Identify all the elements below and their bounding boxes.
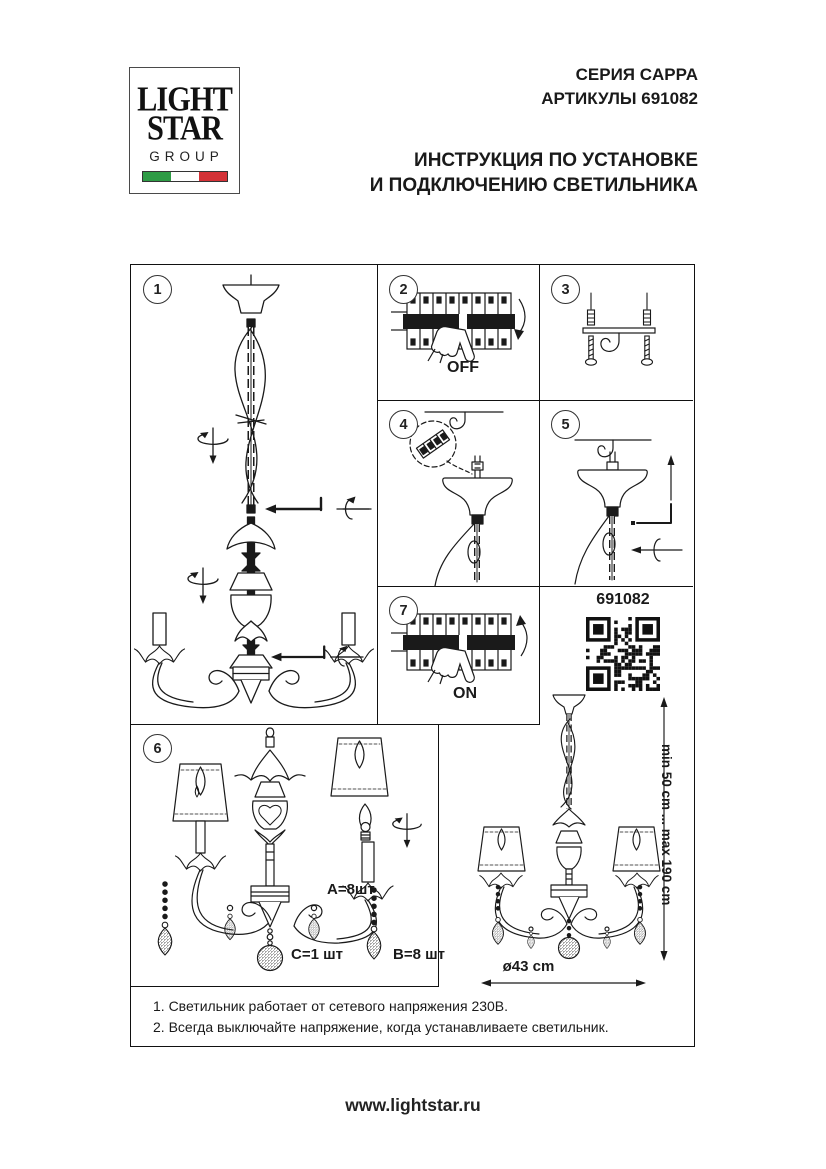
height-dimension-label: min 50 cm ... max 190 cm bbox=[659, 744, 674, 906]
header-text: СЕРИЯ CAPPA АРТИКУЛЫ 691082 ИНСТРУКЦИЯ П… bbox=[370, 63, 698, 198]
assembled-chandelier-diagram bbox=[477, 694, 668, 987]
step7-badge: 7 bbox=[389, 596, 418, 625]
step6-badge: 6 bbox=[143, 734, 172, 763]
divider-h2 bbox=[377, 586, 693, 588]
article-number: АРТИКУЛЫ 691082 bbox=[541, 89, 698, 108]
step2-diagram bbox=[390, 292, 526, 364]
step1-badge: 1 bbox=[143, 275, 172, 304]
step4-badge: 4 bbox=[389, 410, 418, 439]
step6-diagram bbox=[157, 727, 422, 972]
step3-diagram bbox=[582, 292, 656, 366]
qr-code bbox=[586, 617, 660, 696]
step5-badge: 5 bbox=[551, 410, 580, 439]
part-c-count: C=1 шт bbox=[291, 946, 343, 963]
part-b-count: B=8 шт bbox=[393, 946, 445, 963]
lightstar-logo: LIGHT STAR GROUP bbox=[129, 67, 240, 194]
italian-flag-icon bbox=[141, 171, 228, 182]
panel6-bottom-border bbox=[131, 986, 439, 988]
step2-badge: 2 bbox=[389, 275, 418, 304]
note-1: 1. Светильник работает от сетевого напря… bbox=[153, 998, 509, 1014]
instruction-title-line2: И ПОДКЛЮЧЕНИЮ СВЕТИЛЬНИКА bbox=[369, 175, 698, 196]
qr-article-number: 691082 bbox=[596, 591, 650, 608]
panel6-right-border bbox=[438, 724, 440, 986]
divider-h3 bbox=[131, 724, 540, 726]
step4-diagram bbox=[409, 411, 513, 587]
step7-diagram bbox=[390, 613, 528, 685]
part-a-count: A=8шт bbox=[327, 881, 375, 898]
step3-badge: 3 bbox=[551, 275, 580, 304]
on-label: ON bbox=[453, 685, 477, 702]
note-2: 2. Всегда выключайте напряжение, когда у… bbox=[153, 1019, 609, 1035]
divider-h1 bbox=[377, 400, 693, 402]
logo-light: LIGHT bbox=[137, 78, 233, 119]
safety-notes: 1. Светильник работает от сетевого напря… bbox=[153, 996, 693, 1038]
logo-star: STAR bbox=[147, 107, 223, 148]
step5-diagram bbox=[574, 439, 683, 585]
divider-v2 bbox=[539, 265, 541, 724]
instruction-title-line1: ИНСТРУКЦИЯ ПО УСТАНОВКЕ bbox=[414, 150, 698, 171]
step1-diagram bbox=[133, 274, 375, 709]
off-label: OFF bbox=[447, 359, 479, 376]
diameter-dimension-label: ø43 cm bbox=[502, 958, 555, 975]
logo-group: GROUP bbox=[149, 149, 224, 164]
series-title: СЕРИЯ CAPPA bbox=[575, 65, 698, 84]
divider-v1 bbox=[377, 265, 379, 724]
website-url: www.lightstar.ru bbox=[345, 1095, 481, 1115]
instruction-grid: 1 2 3 4 5 7 6 bbox=[130, 264, 695, 1047]
